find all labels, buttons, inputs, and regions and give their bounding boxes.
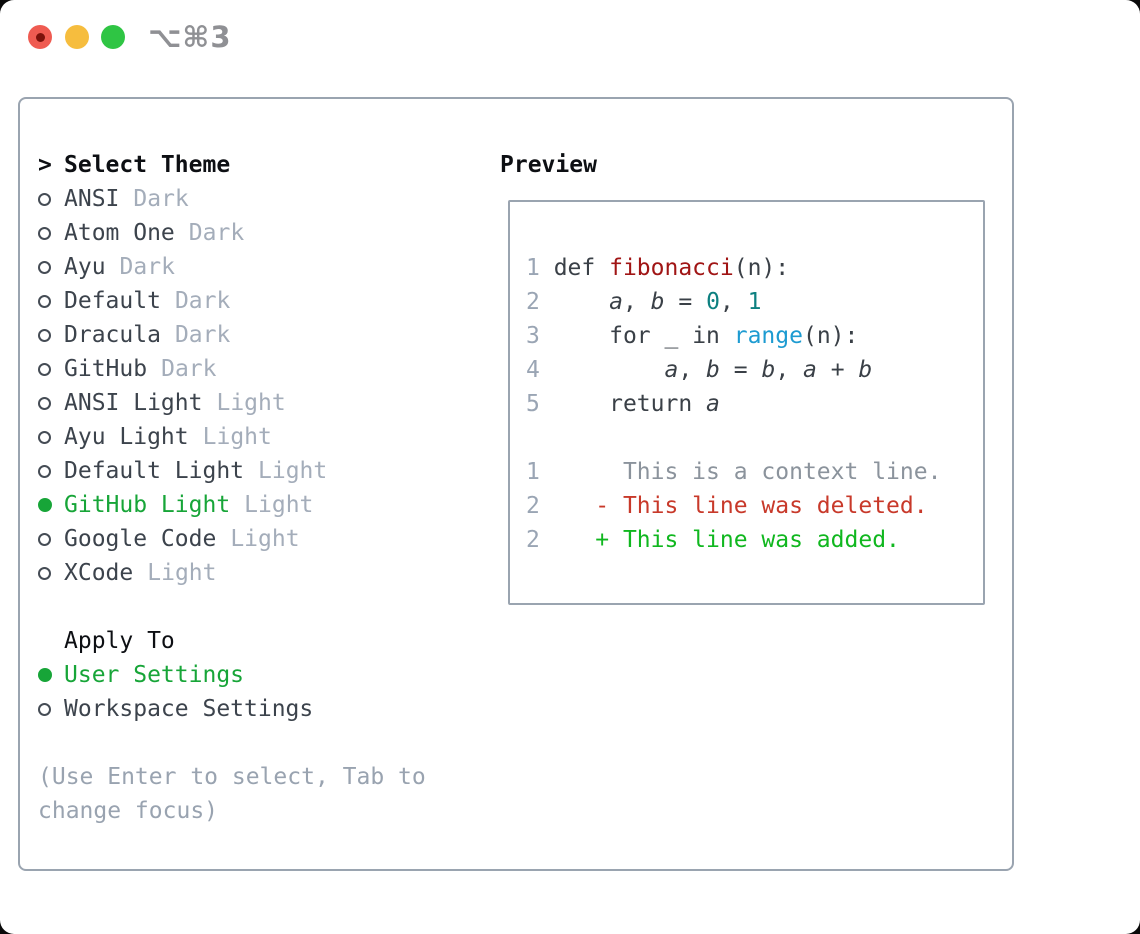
theme-variant-tag: Light [202,424,272,450]
window-shortcut-label: ⌥⌘3 [148,20,232,54]
apply-target-option[interactable]: Workspace Settings [38,692,426,726]
theme-variant-tag: Dark [188,220,245,246]
theme-menu-title: Select Theme [64,152,231,178]
preview-title: Preview [500,152,597,178]
code-block: 1 def fibonacci(n): 2 a, b = 0, 1 3 for _ … [526,251,983,557]
close-dot-icon [35,32,45,42]
apply-target-option[interactable]: User Settings [38,658,426,692]
theme-option[interactable]: Ayu Light Light [38,420,426,454]
section-spacer [38,726,426,760]
line-number: 3 [526,323,554,349]
code-line: 3 for _ in range(n): [526,323,859,349]
theme-option[interactable]: GitHub Dark [38,352,426,386]
apply-to-header-row: Apply To [38,624,426,658]
theme-label: ANSI Light [64,390,203,416]
theme-label: ANSI [64,186,120,212]
radio-icon [38,532,51,546]
line-number: 2 [526,493,554,519]
code-line: 1 This is a context line. [526,459,942,485]
theme-label: Atom One [64,220,175,246]
theme-option[interactable]: GitHub Light Light [38,488,426,522]
code-line: 1 def fibonacci(n): [526,255,790,281]
theme-variant-tag: Light [230,526,300,552]
theme-label: Google Code [64,526,217,552]
theme-option[interactable]: Atom One Dark [38,216,426,250]
code-preview-box: 1 def fibonacci(n): 2 a, b = 0, 1 3 for _ … [508,200,985,605]
prompt-icon: > [38,152,52,178]
radio-icon [38,226,51,240]
code-line: 2 a, b = 0, 1 [526,289,762,315]
theme-variant-tag: Dark [174,322,231,348]
radio-icon [38,464,51,478]
theme-option[interactable]: XCode Light [38,556,426,590]
theme-variant-tag: Dark [174,288,231,314]
code-line: 2 - This line was deleted. [526,493,928,519]
theme-option[interactable]: ANSI Dark [38,182,426,216]
apply-target-label: User Settings [64,662,245,688]
theme-variant-tag: Dark [161,356,217,382]
theme-label: Ayu [64,254,106,280]
theme-variant-tag: Dark [119,254,175,280]
theme-variant-tag: Light [216,390,286,416]
line-number: 2 [526,289,554,315]
theme-label: Default Light [64,458,245,484]
radio-icon [38,328,51,342]
radio-icon [38,362,51,376]
theme-variant-tag: Light [147,560,217,586]
line-number: 4 [526,357,554,383]
line-number: 1 [526,459,554,485]
hint-text-line2: change focus) [38,798,219,824]
theme-label: GitHub Light [64,492,231,518]
section-spacer [38,590,426,624]
theme-variant-tag: Dark [133,186,189,212]
radio-selected-icon [38,498,52,512]
theme-variant-tag: Light [244,492,314,518]
line-number: 2 [526,527,554,553]
radio-icon [38,192,51,206]
theme-variant-tag: Light [258,458,328,484]
theme-option[interactable]: Dracula Dark [38,318,426,352]
radio-icon [38,566,51,580]
theme-label: XCode [64,560,134,586]
close-button[interactable] [28,25,52,49]
radio-icon [38,294,51,308]
theme-label: Default [64,288,161,314]
theme-option[interactable]: Google Code Light [38,522,426,556]
code-line: 2 + This line was added. [526,527,900,553]
line-number: 5 [526,391,554,417]
line-number: 1 [526,255,554,281]
theme-menu-header-row: > Select Theme [38,148,426,182]
apply-to-title: Apply To [64,628,175,654]
minimize-button[interactable] [65,25,89,49]
theme-option[interactable]: Ayu Dark [38,250,426,284]
theme-label: Ayu Light [64,424,189,450]
hint-text-line1: (Use Enter to select, Tab to [38,764,426,790]
radio-icon [38,396,51,410]
radio-icon [38,430,51,444]
theme-label: Dracula [64,322,161,348]
theme-option[interactable]: ANSI Light Light [38,386,426,420]
code-line: 5 return a [526,391,720,417]
apply-target-label: Workspace Settings [64,696,314,722]
theme-option[interactable]: Default Light Light [38,454,426,488]
code-line: 4 a, b = b, a + b [526,357,873,383]
radio-selected-icon [38,668,52,682]
theme-option[interactable]: Default Dark [38,284,426,318]
zoom-button[interactable] [101,25,125,49]
code-line [526,421,983,455]
theme-label: GitHub [64,356,148,382]
radio-icon [38,702,51,716]
radio-icon [38,260,51,274]
